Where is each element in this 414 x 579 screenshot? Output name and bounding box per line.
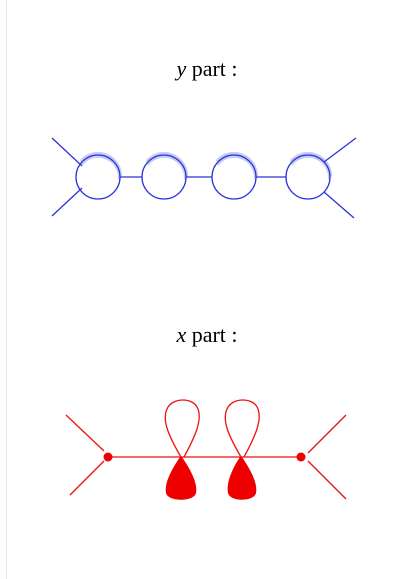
external-leg-bottom-right [323,191,355,219]
y-variable: y [176,56,187,81]
tadpole-loop-2 [224,399,260,458]
tadpole-loop-1 [164,399,200,458]
circle-shadow-2 [146,151,189,180]
loop-circle-2 [141,154,187,200]
vertex-dot-left [103,452,113,462]
loop-circle-4 [285,154,331,200]
x-leg-bottom-right [307,460,347,500]
x-leg-top-left [65,414,105,452]
loop-circle-3 [211,154,257,200]
circle-shadow-3 [216,151,259,180]
circle-shadow-4 [290,151,333,180]
x-part-diagram [65,399,347,500]
circle-shadows [80,151,333,180]
vertex-dot-right [296,452,306,462]
x-leg-top-right [307,414,347,454]
y-graph-lines [51,137,357,219]
y-part-diagram [51,137,357,219]
filled-blob-1 [165,457,197,500]
filled-blob-2 [227,457,257,500]
x-graph-lines [65,399,347,500]
x-part-heading: x part : [0,324,414,346]
x-part-label: part : [186,322,238,347]
y-part-heading: y part : [0,58,414,80]
left-border [6,0,7,579]
x-leg-bottom-left [69,460,105,496]
x-variable: x [176,322,187,347]
x-filled-blobs [103,452,306,500]
external-leg-top-left [51,137,83,167]
y-part-label: part : [186,56,238,81]
external-leg-bottom-left [51,187,83,217]
circle-shadow-1 [80,151,123,180]
external-leg-top-right [323,137,357,163]
loop-circle-1 [75,154,121,200]
